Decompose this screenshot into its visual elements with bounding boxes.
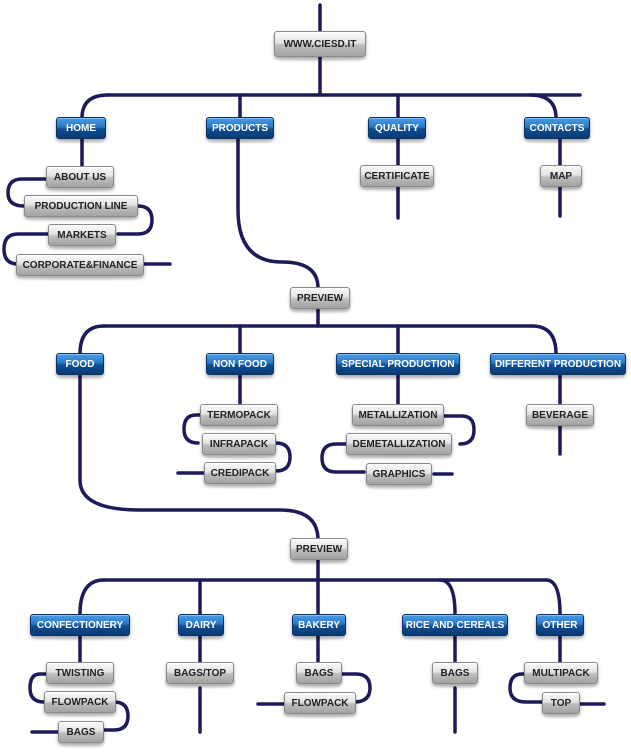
nonfood-termopack-button[interactable]: TERMOPACK (200, 404, 278, 426)
special-demetallization-button[interactable]: DEMETALLIZATION (346, 433, 452, 455)
food-confectionery-button[interactable]: CONFECTIONERY (30, 614, 130, 636)
contacts-map-button[interactable]: MAP (540, 165, 582, 187)
connector-loop-5 (266, 441, 292, 473)
bakery-bags-button[interactable]: BAGS (296, 662, 342, 684)
connector-loop-7 (320, 442, 366, 474)
nav-quality-button[interactable]: QUALITY (368, 117, 426, 139)
connector-other-down (544, 578, 562, 616)
food-dairy-button[interactable]: DAIRY (178, 614, 224, 636)
home-markets-button[interactable]: MARKETS (48, 224, 116, 246)
food-rice-cereals-button[interactable]: RICE AND CEREALS (402, 614, 508, 636)
cat-different-production-button[interactable]: DIFFERENT PRODUCTION (490, 353, 626, 375)
connector-food-preview (78, 374, 320, 542)
connector-food-down (78, 324, 106, 356)
cat-special-production-button[interactable]: SPECIAL PRODUCTION (336, 353, 460, 375)
root-node-website[interactable]: WWW.CIESD.IT (274, 31, 366, 57)
cat-food-button[interactable]: FOOD (56, 353, 104, 375)
connector-loop-2 (116, 204, 154, 236)
special-graphics-button[interactable]: GRAPHICS (366, 463, 432, 485)
home-about-us-button[interactable]: ABOUT US (46, 166, 114, 188)
confectionery-flowpack-button[interactable]: FLOWPACK (44, 691, 116, 713)
connector-products-preview (236, 138, 320, 290)
quality-certificate-button[interactable]: CERTIFICATE (360, 165, 434, 187)
home-production-line-button[interactable]: PRODUCTION LINE (24, 195, 138, 217)
confectionery-twisting-button[interactable]: TWISTING (46, 662, 114, 684)
connector-loop-6 (442, 414, 476, 446)
food-other-button[interactable]: OTHER (536, 614, 584, 636)
connector-diff-down (530, 324, 558, 356)
different-beverage-button[interactable]: BEVERAGE (526, 404, 594, 426)
connector-loop-1 (6, 177, 50, 208)
nav-contacts-button[interactable]: CONTACTS (524, 117, 590, 139)
connector-loop-9 (102, 700, 130, 732)
nonfood-credipack-button[interactable]: CREDIPACK (204, 462, 276, 484)
nonfood-infrapack-button[interactable]: INFRAPACK (202, 433, 276, 455)
connector-contacts-down (528, 93, 558, 120)
food-bakery-button[interactable]: BAKERY (292, 614, 346, 636)
connector-home-down (80, 93, 110, 120)
connector-loop-4 (182, 413, 210, 445)
connector-loop-3 (2, 232, 50, 266)
connector-conf-down (78, 578, 106, 616)
other-top-button[interactable]: TOP (542, 692, 580, 714)
confectionery-bags-button[interactable]: BAGS (58, 721, 104, 743)
connector-loop-8 (28, 672, 50, 704)
connector-rice-down (438, 578, 457, 616)
cat-non-food-button[interactable]: NON FOOD (206, 353, 274, 375)
connector-loop-11 (508, 672, 544, 704)
home-corporate-finance-button[interactable]: CORPORATE&FINANCE (16, 254, 144, 276)
nav-products-button[interactable]: PRODUCTS (206, 117, 274, 139)
bakery-flowpack-button[interactable]: FLOWPACK (284, 692, 356, 714)
other-multipack-button[interactable]: MULTIPACK (524, 662, 598, 684)
connector-loop-10 (338, 672, 372, 704)
nav-home-button[interactable]: HOME (56, 117, 106, 139)
food-preview-button[interactable]: PREVIEW (290, 538, 348, 560)
dairy-bags-top-button[interactable]: BAGS/TOP (166, 662, 234, 684)
special-metallization-button[interactable]: METALLIZATION (352, 404, 444, 426)
products-preview-button[interactable]: PREVIEW (290, 287, 350, 309)
rice-bags-button[interactable]: BAGS (432, 662, 478, 684)
